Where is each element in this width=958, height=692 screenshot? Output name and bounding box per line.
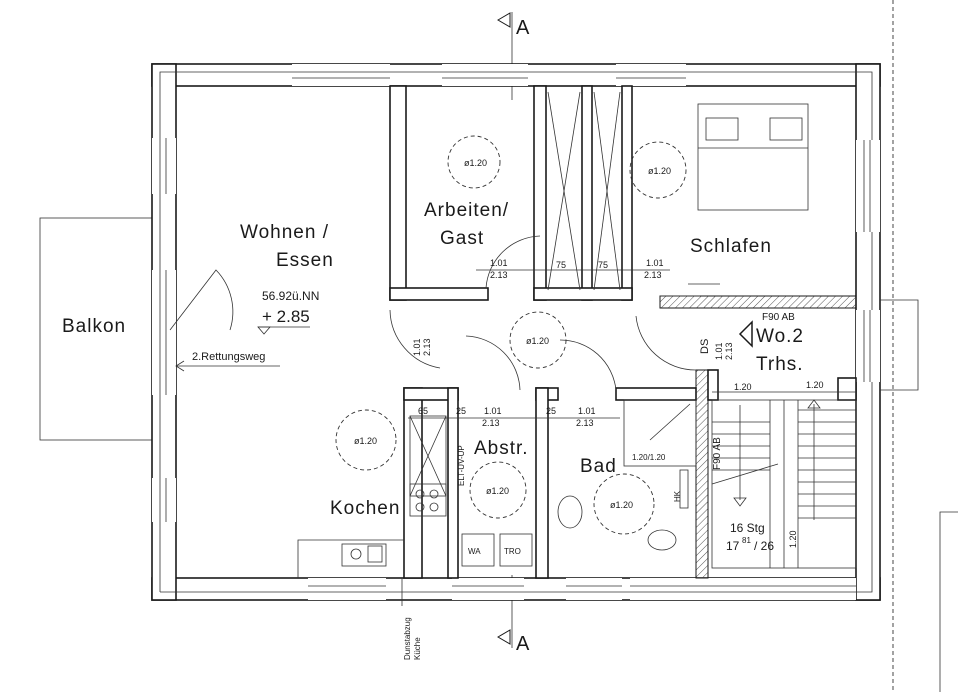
level-marker	[257, 326, 310, 335]
ds-label-group: DS	[699, 339, 711, 354]
smoke-label-2: ø1.20	[648, 166, 671, 176]
dim-door-h-4: 2.13	[576, 418, 594, 428]
dim-door-h-3: 2.13	[482, 418, 500, 428]
fire-label-vertical: F90 AB	[712, 437, 723, 470]
dim-door-h-1: 2.13	[490, 270, 508, 280]
room-wohnen-1: Wohnen /	[240, 222, 329, 243]
apartment-label-2: Trhs.	[756, 354, 804, 375]
elt-label-group: ELT-UV-UP	[457, 445, 466, 486]
margin-frame	[939, 511, 958, 692]
hk-label: HK	[673, 490, 682, 502]
stair-ratio-a: 17	[726, 539, 740, 553]
section-label-top: A	[516, 17, 530, 39]
dim-stair-1: 1.20	[734, 382, 752, 392]
apartment-label-1: Wo.2	[756, 326, 804, 347]
dim-65: 65	[418, 406, 428, 416]
dunst-label-2: Küche	[413, 637, 422, 660]
room-arbeiten-2: Gast	[440, 228, 484, 249]
smoke-label-5: ø1.20	[486, 486, 509, 496]
stair-dim-vert-group: 1.20	[788, 530, 798, 548]
vertical-dim-2: 1.01 2.13	[714, 342, 734, 360]
dim-25-1: 25	[456, 406, 466, 416]
fire-label-vert-group: F90 AB	[712, 437, 723, 470]
apartment-entry-marker	[738, 320, 753, 348]
stair-ratio-b: / 26	[754, 539, 774, 553]
smoke-label-4: ø1.20	[354, 436, 377, 446]
kitchen	[297, 415, 447, 578]
room-abstr: Abstr.	[474, 438, 529, 459]
bath-fixtures	[557, 399, 697, 551]
dim-25-2: 25	[546, 406, 556, 416]
stair-dim-vertical: 1.20	[788, 530, 798, 548]
vert-door-h-1: 2.13	[422, 338, 432, 356]
rescue-route-arrow	[175, 360, 280, 372]
room-bad: Bad	[580, 456, 617, 477]
dim-door-w-2: 1.01	[646, 258, 664, 268]
elt-label: ELT-UV-UP	[457, 445, 466, 486]
room-arbeiten-1: Arbeiten/	[424, 200, 509, 221]
smoke-label-3: ø1.20	[526, 336, 549, 346]
stair-steps: 16 Stg	[730, 521, 765, 535]
inner-walls	[389, 85, 857, 579]
dim-door-w-1: 1.01	[490, 258, 508, 268]
doors	[169, 235, 697, 391]
fire-label-top: F90 AB	[762, 312, 795, 323]
vert-door-w-1: 1.01	[412, 338, 422, 356]
ds-label: DS	[699, 339, 711, 354]
outer-walls	[151, 63, 881, 601]
tro-label: TRO	[504, 547, 521, 556]
dim-stair-2: 1.20	[806, 380, 824, 390]
smoke-label-1: ø1.20	[464, 158, 487, 168]
bed	[697, 103, 809, 211]
appliances	[461, 533, 533, 567]
dunst-label-group: Dunstabzug Küche	[403, 617, 422, 660]
staircase	[711, 399, 857, 569]
dim-door-w-3: 1.01	[484, 406, 502, 416]
closets	[547, 91, 621, 291]
vertical-dim-1: 1.01 2.13	[412, 338, 432, 356]
dim-shower: 1.20/1.20	[632, 453, 666, 462]
section-label-bottom: A	[516, 633, 530, 655]
dim-closet-1: 75	[556, 260, 566, 270]
vert-door-w-2: 1.01	[714, 342, 724, 360]
room-schlafen: Schlafen	[690, 236, 772, 257]
rescue-route-label: 2.Rettungsweg	[192, 351, 265, 363]
level-nn: 56.92ü.NN	[262, 289, 319, 303]
dim-door-h-2: 2.13	[644, 270, 662, 280]
wa-label: WA	[468, 547, 481, 556]
vert-door-h-2: 2.13	[724, 342, 734, 360]
room-balkon: Balkon	[62, 316, 126, 337]
dim-door-w-4: 1.01	[578, 406, 596, 416]
smoke-label-6: ø1.20	[610, 500, 633, 510]
dim-closet-2: 75	[598, 260, 608, 270]
room-wohnen-2: Essen	[276, 250, 334, 271]
smoke-detectors	[335, 135, 687, 535]
room-kochen: Kochen	[330, 498, 400, 519]
window-sill	[880, 299, 919, 391]
level-height: + 2.85	[262, 307, 310, 326]
hk-label-group: HK	[673, 490, 682, 502]
stair-ratio-sup: 81	[742, 536, 751, 545]
dunst-label-1: Dunstabzug	[403, 617, 412, 660]
